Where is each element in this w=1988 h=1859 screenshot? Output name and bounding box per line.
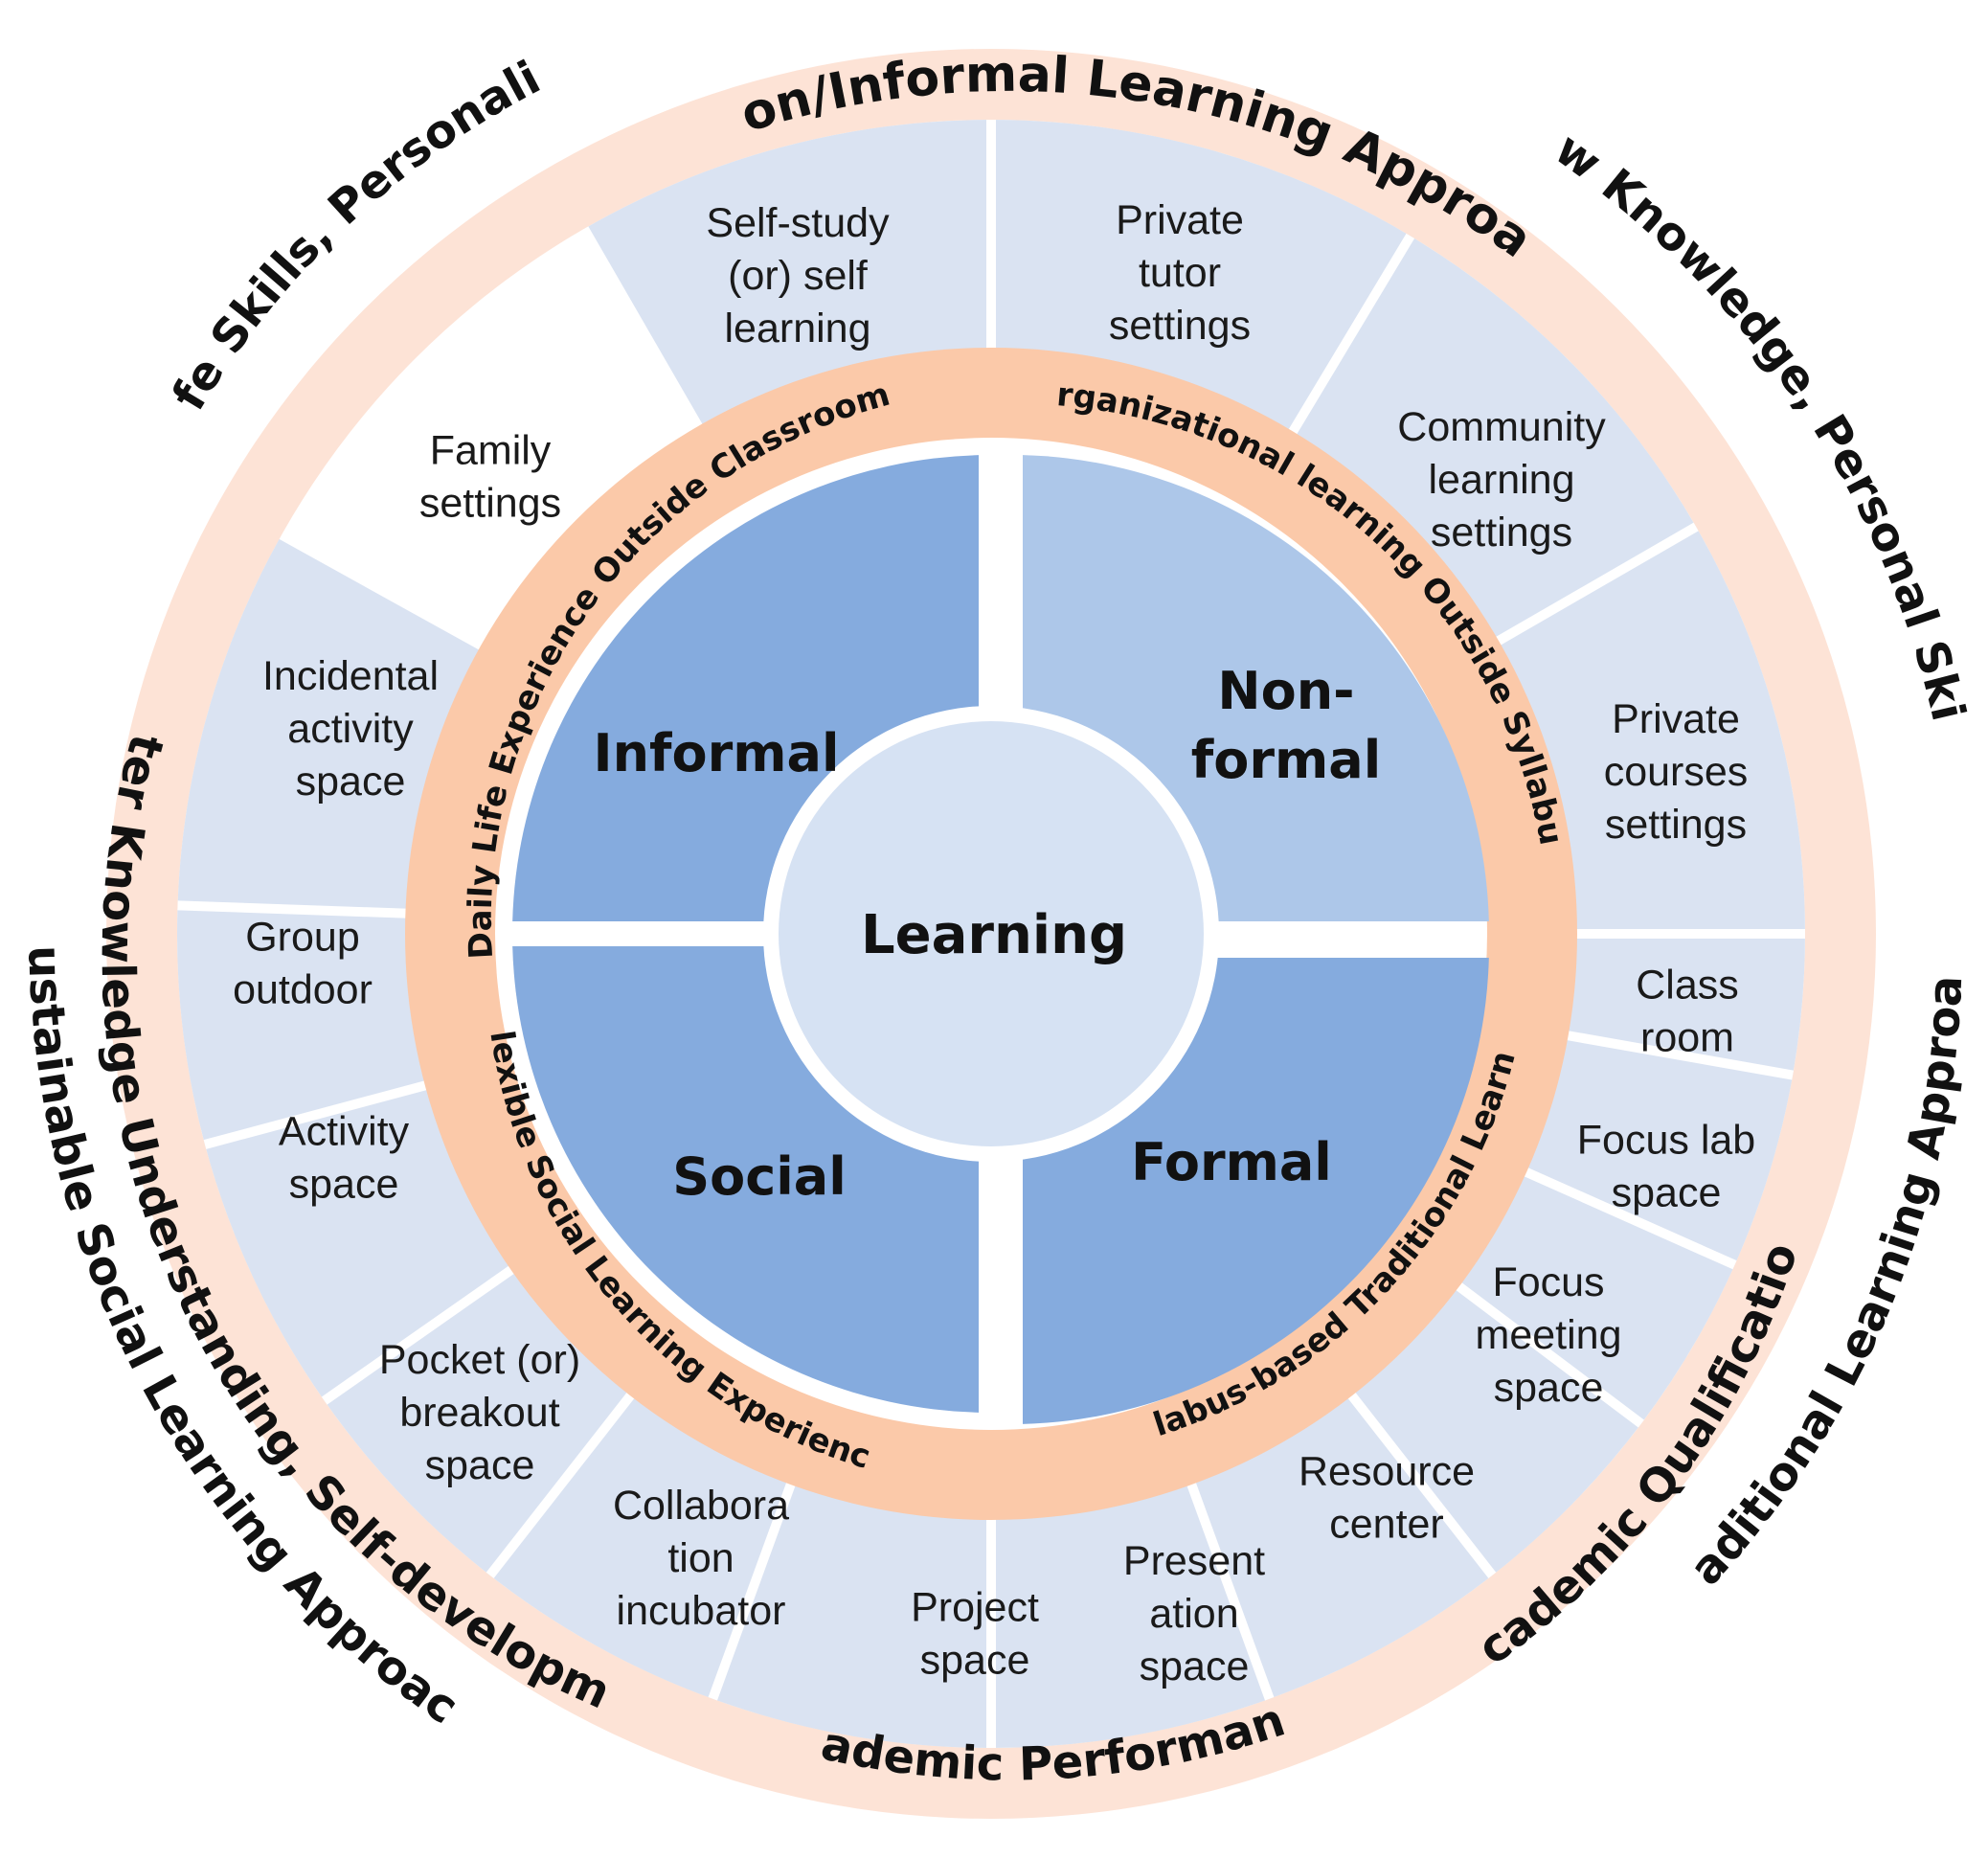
segment-label: Project space — [911, 1585, 1039, 1684]
segment-label-line: ation — [1149, 1591, 1238, 1637]
segment-label: Class room — [1636, 963, 1739, 1061]
segment-label: Pocket (or) breakout space — [379, 1337, 580, 1488]
segment-label-line: Private — [1612, 696, 1740, 742]
segment-label-line: breakout — [399, 1390, 559, 1436]
segment-label-line: Collabora — [613, 1483, 789, 1529]
segment-label-line: Class — [1636, 963, 1739, 1009]
segment-label-line: center — [1329, 1502, 1444, 1548]
segment-label-line: incubator — [617, 1588, 786, 1634]
segment-label: Private courses settings — [1604, 696, 1749, 848]
segment-label-line: room — [1640, 1015, 1734, 1061]
segment-wedge — [1480, 1027, 1794, 1265]
segment-label-line: space — [289, 1162, 399, 1208]
segment-label-line: Private — [1116, 197, 1244, 243]
segment-label-line: outdoor — [233, 967, 373, 1013]
segment-label-line: tutor — [1139, 250, 1221, 296]
segment-label-line: Pocket (or) — [379, 1337, 580, 1383]
segment-label: Activity space — [279, 1109, 410, 1208]
quadrant-label-line: formal — [1191, 730, 1381, 790]
segment-label: Focus lab space — [1577, 1118, 1755, 1216]
quadrant-label-line: Non- — [1217, 661, 1354, 721]
quadrant-label-line: Informal — [594, 723, 840, 783]
segment-label: Focus meeting space — [1476, 1259, 1622, 1411]
quadrant-social: Social — [672, 1146, 846, 1207]
segment-label-line: space — [1140, 1644, 1250, 1689]
segment-label: Present ation space — [1123, 1538, 1265, 1689]
segment-label-line: (or) self — [728, 253, 869, 299]
segment-label-line: space — [425, 1442, 535, 1488]
segment-label-line: settings — [1605, 802, 1747, 848]
segment-label: Resource center — [1299, 1449, 1475, 1548]
segment-label-line: Group — [245, 915, 360, 961]
segment-label-line: space — [1612, 1170, 1722, 1216]
segment-label-line: Focus — [1492, 1259, 1604, 1305]
segment-label-line: Resource — [1299, 1449, 1475, 1495]
segment-label-line: meeting — [1476, 1312, 1622, 1358]
center-label: Learning — [861, 904, 1127, 966]
segment-label-line: space — [920, 1638, 1030, 1684]
segment-label-line: settings — [1109, 303, 1251, 349]
segment-label-line: learning — [725, 306, 871, 351]
quadrant-label-line: Formal — [1131, 1132, 1332, 1192]
segment-label-line: settings — [419, 481, 561, 527]
segment-label-line: Incidental — [262, 653, 439, 699]
segment-label: Family settings — [419, 428, 561, 527]
segment-label-line: tion — [667, 1535, 734, 1581]
segment-label-line: Focus lab — [1577, 1118, 1755, 1164]
segment-label-line: Community — [1397, 404, 1606, 450]
segment-wedge — [176, 905, 474, 1145]
segment-label-line: Activity — [279, 1109, 410, 1155]
segment-label: Incidental activity space — [262, 653, 439, 805]
segment-label-line: Present — [1123, 1538, 1265, 1584]
quadrant-label-line: Social — [672, 1146, 846, 1207]
segment-label-line: activity — [287, 706, 414, 752]
segment-label: Community learning settings — [1397, 404, 1606, 555]
segment-label-line: settings — [1431, 510, 1572, 555]
segment-label: Self-study (or) self learning — [706, 200, 890, 351]
segment-label-line: Family — [430, 428, 552, 474]
quadrant-formal: Formal — [1131, 1132, 1332, 1192]
segment-label: Group outdoor — [233, 915, 373, 1013]
segment-label-line: space — [1494, 1365, 1604, 1411]
quadrant-nonformal: Non- formal — [1191, 661, 1381, 790]
segment-label-line: courses — [1604, 749, 1749, 795]
center-circle — [779, 721, 1204, 1146]
segment-label-line: Self-study — [706, 200, 890, 246]
segment-label-line: Project — [911, 1585, 1039, 1631]
segment-label: Private tutor settings — [1109, 197, 1251, 349]
quadrant-informal: Informal — [594, 723, 840, 783]
segment-wedge — [1519, 934, 1805, 1076]
segment-label-line: space — [296, 759, 406, 805]
segment-label: Collabora tion incubator — [613, 1483, 789, 1634]
segment-label-line: learning — [1429, 457, 1575, 503]
